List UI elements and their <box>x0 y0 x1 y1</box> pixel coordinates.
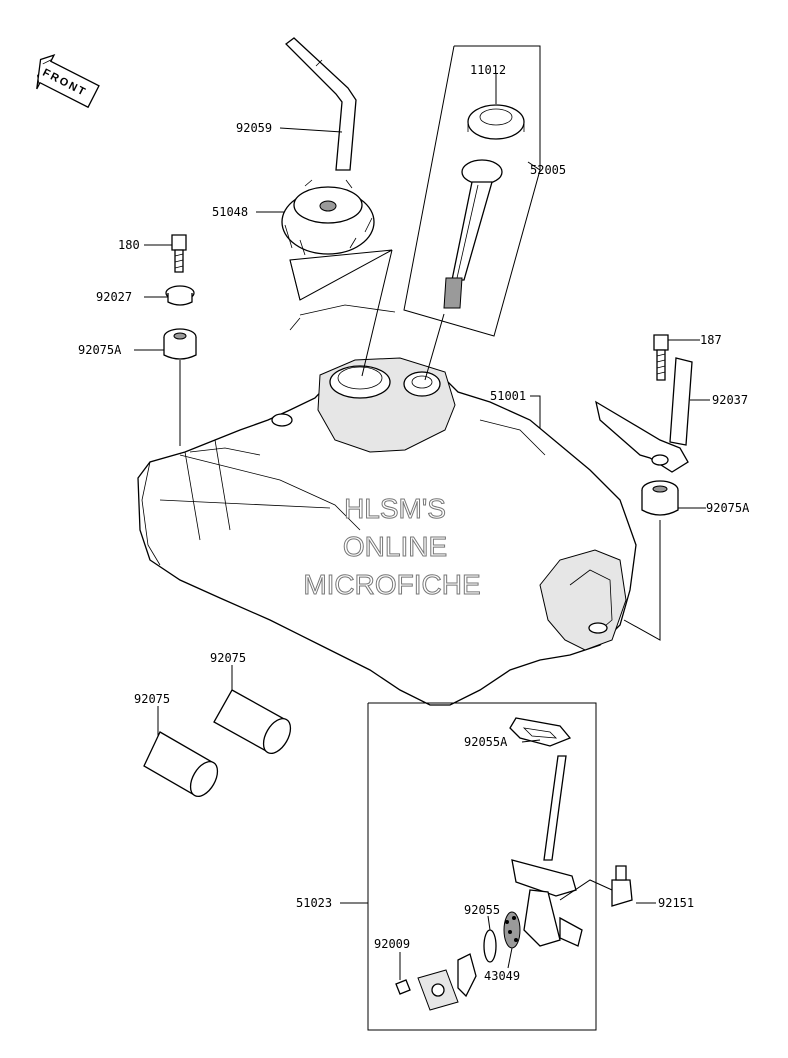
part-label-92027: 92027 <box>96 290 132 304</box>
part-label-43049: 43049 <box>484 969 520 983</box>
part-label-92075a-right: 92075A <box>706 501 750 515</box>
vent-hose <box>285 37 357 171</box>
sleeve-lower <box>143 731 219 797</box>
collar-92027 <box>165 285 195 306</box>
part-labels: 11012 52005 92059 51048 180 92027 92075A… <box>78 63 750 983</box>
bolt-187 <box>653 334 669 381</box>
part-label-92055: 92055 <box>464 903 500 917</box>
part-label-52005: 52005 <box>530 163 566 177</box>
watermark-line-2: ONLINE <box>343 531 447 562</box>
grommet-left <box>163 328 197 360</box>
watermark: HLSM'S ONLINE MICROFICHE <box>303 493 481 601</box>
grommet-right <box>641 480 679 516</box>
part-label-92075-lower: 92075 <box>134 692 170 706</box>
part-label-92037: 92037 <box>712 393 748 407</box>
watermark-line-1: HLSM'S <box>344 493 446 524</box>
part-label-92059: 92059 <box>236 121 272 135</box>
fuel-tank <box>137 304 637 706</box>
bolt-180 <box>171 234 187 273</box>
part-label-180: 180 <box>118 238 140 252</box>
part-label-51001: 51001 <box>490 389 526 403</box>
part-label-51048: 51048 <box>212 205 248 219</box>
part-label-92009: 92009 <box>374 937 410 951</box>
fuel-cap <box>281 179 375 256</box>
part-label-92075a-left: 92075A <box>78 343 122 357</box>
part-label-51023: 51023 <box>296 896 332 910</box>
front-arrow-icon: FRONT <box>36 53 100 109</box>
fuel-cock <box>395 717 633 1011</box>
part-label-92075-upper: 92075 <box>210 651 246 665</box>
watermark-line-3: MICROFICHE <box>303 569 480 600</box>
leader-lines <box>134 45 710 1031</box>
part-label-11012: 11012 <box>470 63 506 77</box>
part-label-187: 187 <box>700 333 722 347</box>
bracket-92037 <box>595 357 693 473</box>
part-label-92055a: 92055A <box>464 735 508 749</box>
gasket-ring <box>467 104 525 140</box>
part-label-92151: 92151 <box>658 896 694 910</box>
fuel-gauge <box>443 159 503 309</box>
sleeve-upper <box>213 689 292 754</box>
